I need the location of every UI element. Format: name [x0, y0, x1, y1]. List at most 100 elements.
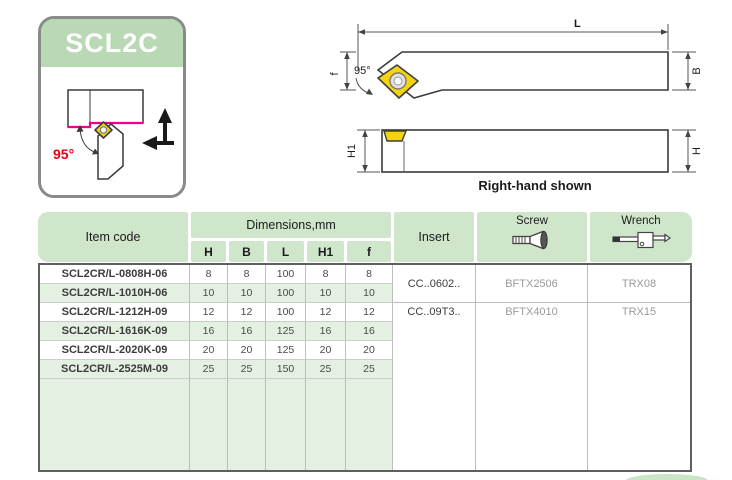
spec-table-body: SCL2CR/L-0808H-06 8 8 100 8 8 SCL2CR/L-1…	[38, 263, 692, 472]
screw-icon	[512, 230, 548, 250]
item-code-cell: SCL2CR/L-1212H-09	[40, 303, 190, 322]
product-title: SCL2C	[65, 27, 159, 58]
table-filler-row	[40, 379, 393, 470]
h-arrow-top	[685, 130, 691, 137]
insert-ref-cell: CC..09T3..	[393, 303, 475, 470]
dim-b-cell: 8	[228, 265, 266, 284]
insert-ref-cell: CC..0602..	[393, 265, 475, 303]
table-row: SCL2CR/L-1212H-09 12 12 100 12 12	[40, 303, 690, 322]
angle-arc-arrowhead-top	[76, 125, 84, 132]
insert-side-view-icon	[383, 130, 408, 142]
dim-f-cell: 16	[346, 322, 393, 341]
offset-dim-label: f	[330, 72, 341, 76]
filler-cell	[228, 379, 266, 470]
dim-h1-cell: 20	[306, 341, 346, 360]
top-view-drawing: L 95° f B	[330, 18, 703, 99]
dim-h-cell: 20	[190, 341, 228, 360]
header-dimensions: Dimensions,mm	[191, 212, 391, 238]
tool-body-top-view	[376, 51, 669, 99]
dim-h1-cell: 8	[306, 265, 346, 284]
feed-arrow-left-icon	[142, 136, 157, 150]
filler-cell	[40, 379, 190, 470]
length-dim-label: L	[574, 18, 581, 30]
dim-h1-cell: 12	[306, 303, 346, 322]
insert-hole-inner	[393, 76, 403, 86]
filler-cell	[266, 379, 306, 470]
width-dim-label: B	[691, 67, 703, 74]
dim-h-cell: 10	[190, 284, 228, 303]
insert-screw-hole	[99, 126, 108, 134]
dim-l-cell: 150	[266, 360, 306, 379]
dim-b-cell: 16	[228, 322, 266, 341]
table-row: SCL2CR/L-1010H-06 10 10 100 10 10	[40, 284, 690, 303]
page-corner-decoration	[626, 474, 708, 480]
header-dim-h1: H1	[307, 241, 344, 262]
header-dim-b: B	[229, 241, 264, 262]
dim-f-cell: 25	[346, 360, 393, 379]
dim-h1-cell: 16	[306, 322, 346, 341]
screw-ref-cell: BFTX2506	[475, 265, 587, 303]
filler-cell	[346, 379, 393, 470]
dim-h1-cell: 25	[306, 360, 346, 379]
card-angle-label: 95°	[53, 146, 74, 162]
spec-table-header: Item code Dimensions,mm H B L H1 f Inser…	[38, 212, 692, 262]
item-code-cell: SCL2CR/L-2020K-09	[40, 341, 190, 360]
header-screw-label: Screw	[516, 215, 548, 227]
dim-h-cell: 12	[190, 303, 228, 322]
dim-l-cell: 100	[266, 265, 306, 284]
dim-b-cell: 20	[228, 341, 266, 360]
drawing-caption: Right-hand shown	[478, 178, 592, 193]
height-dim-label: H	[691, 147, 703, 155]
tool-diagram: 95°	[41, 67, 183, 193]
dim-b-cell: 10	[228, 284, 266, 303]
angle-leader-arrowhead	[366, 88, 373, 95]
table-row: SCL2CR/L-1616K-09 16 16 125 16 16	[40, 322, 690, 341]
dim-f-cell: 20	[346, 341, 393, 360]
b-arrow-bottom	[685, 83, 691, 90]
angle-arc	[79, 127, 98, 154]
screw-ref-cell: BFTX4010	[475, 303, 587, 470]
h1-arrow-bottom	[362, 165, 368, 172]
top-view-angle-label: 95°	[354, 65, 371, 77]
dim-l-cell: 125	[266, 322, 306, 341]
f-arrow-top	[344, 52, 350, 59]
dim-l-cell: 100	[266, 284, 306, 303]
filler-cell	[306, 379, 346, 470]
header-item-code: Item code	[38, 212, 188, 262]
header-wrench: Wrench	[590, 212, 692, 262]
dim-f-cell: 12	[346, 303, 393, 322]
header-screw: Screw	[477, 212, 587, 262]
dim-l-cell: 100	[266, 303, 306, 322]
h1-arrow-top	[362, 130, 368, 137]
wrench-ref-cell: TRX15	[587, 303, 690, 470]
table-row: SCL2CR/L-2525M-09 25 25 150 25 25	[40, 360, 690, 379]
spec-table: Item code Dimensions,mm H B L H1 f Inser…	[38, 212, 692, 472]
header-dim-f: f	[347, 241, 391, 262]
wrench-icon	[612, 231, 671, 249]
item-code-cell: SCL2CR/L-2525M-09	[40, 360, 190, 379]
dim-h-cell: 8	[190, 265, 228, 284]
b-arrow-top	[685, 52, 691, 59]
item-code-cell: SCL2CR/L-1616K-09	[40, 322, 190, 341]
dim-h-cell: 25	[190, 360, 228, 379]
h-arrow-bottom	[685, 165, 691, 172]
workpiece-shape	[67, 89, 144, 128]
header-dim-l: L	[267, 241, 304, 262]
tool-body-side-view	[381, 129, 669, 173]
angle-arc-arrowhead-bottom	[92, 148, 99, 155]
dim-b-cell: 25	[228, 360, 266, 379]
dim-f-cell: 8	[346, 265, 393, 284]
f-arrow-bottom	[344, 83, 350, 90]
dim-h1-cell: 10	[306, 284, 346, 303]
feed-arrow-up-icon	[158, 108, 172, 123]
header-wrench-label: Wrench	[621, 215, 661, 227]
dim-l-cell: 125	[266, 341, 306, 360]
dim-f-cell: 10	[346, 284, 393, 303]
l-arrow-left	[358, 29, 365, 35]
header-insert: Insert	[394, 212, 474, 262]
dim-h-cell: 16	[190, 322, 228, 341]
table-row: SCL2CR/L-2020K-09 20 20 125 20 20	[40, 341, 690, 360]
item-code-cell: SCL2CR/L-0808H-06	[40, 265, 190, 284]
product-card: SCL2C 95°	[38, 16, 186, 198]
